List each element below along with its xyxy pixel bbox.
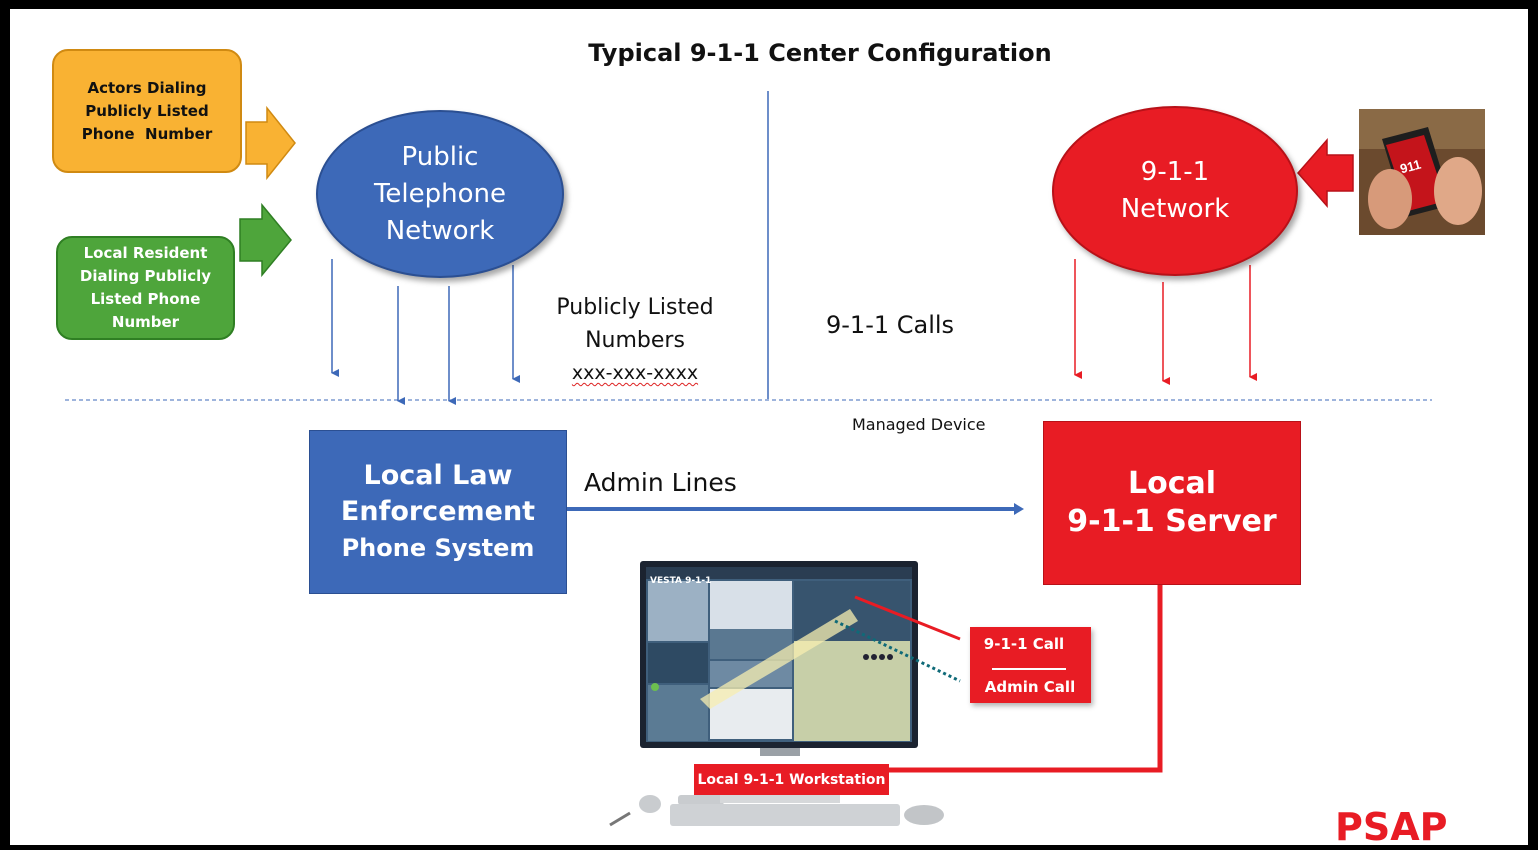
psap-label: PSAP [1335, 805, 1448, 849]
call-type-box: 9-1-1 Call Admin Call [970, 627, 1091, 703]
pstn-line: Telephone [373, 178, 507, 209]
red-block-arrow [1297, 138, 1354, 208]
admin-lines-arrowhead [1014, 503, 1024, 515]
public-numbers-line1: Publicly Listed [556, 295, 714, 320]
local-law-enforcement-box: Local Law Enforcement Phone System [309, 430, 567, 594]
server-line: Local [1127, 466, 1217, 501]
green-block-arrow [239, 202, 292, 278]
resident-line: Local Resident [83, 244, 208, 262]
admin-lines-label: Admin Lines [584, 468, 737, 497]
call-box-divider [992, 668, 1066, 670]
connectors-layer [65, 91, 1485, 827]
workstation-label: Local 9-1-1 Workstation [694, 764, 889, 795]
call-911-label: 9-1-1 Call [983, 635, 1065, 653]
actors-dialing-box: Actors Dialing Publicly Listed Phone Num… [52, 49, 242, 173]
local-resident-box: Local Resident Dialing Publicly Listed P… [56, 236, 235, 340]
resident-line: Number [111, 313, 180, 331]
orange-block-arrow [245, 105, 296, 181]
lle-line: Local Law [363, 460, 513, 491]
lle-line: Phone System [341, 534, 535, 562]
local-911-server-box: Local 9-1-1 Server [1043, 421, 1301, 585]
public-telephone-network: Public Telephone Network [316, 110, 564, 278]
calls-911-label: 9-1-1 Calls [826, 311, 955, 339]
workstation-monitor [609, 561, 961, 827]
network-911: 9-1-1 Network [1052, 106, 1298, 276]
network-911-line: Network [1120, 194, 1230, 224]
resident-line: Dialing Publicly [79, 267, 212, 285]
admin-call-label: Admin Call [984, 678, 1076, 696]
public-numbers-line2: Numbers [585, 328, 685, 353]
actors-line: Actors Dialing [87, 78, 207, 97]
slide: Typical 9-1-1 Center Configuration Actor… [10, 9, 1528, 849]
phone-photo [1359, 109, 1485, 235]
network-911-line: 9-1-1 [1140, 157, 1210, 187]
server-line: 9-1-1 Server [1067, 504, 1277, 539]
actors-line: Phone Number [81, 124, 213, 143]
lle-line: Enforcement [340, 496, 536, 527]
server-workstation-line [876, 574, 1163, 773]
public-number-format: xxx-xxx-xxxx [571, 362, 699, 384]
diagram-title: Typical 9-1-1 Center Configuration [588, 39, 1052, 67]
resident-line: Listed Phone [90, 290, 201, 308]
monitor-brand-text: VESTA 9-1-1 [650, 576, 712, 586]
actors-line: Publicly Listed [85, 101, 209, 120]
pstn-line: Network [385, 215, 495, 246]
pstn-line: Public [401, 141, 479, 172]
managed-device-label: Managed Device [852, 415, 986, 434]
publicly-listed-numbers-label: Publicly Listed Numbers xxx-xxx-xxxx [530, 291, 740, 390]
